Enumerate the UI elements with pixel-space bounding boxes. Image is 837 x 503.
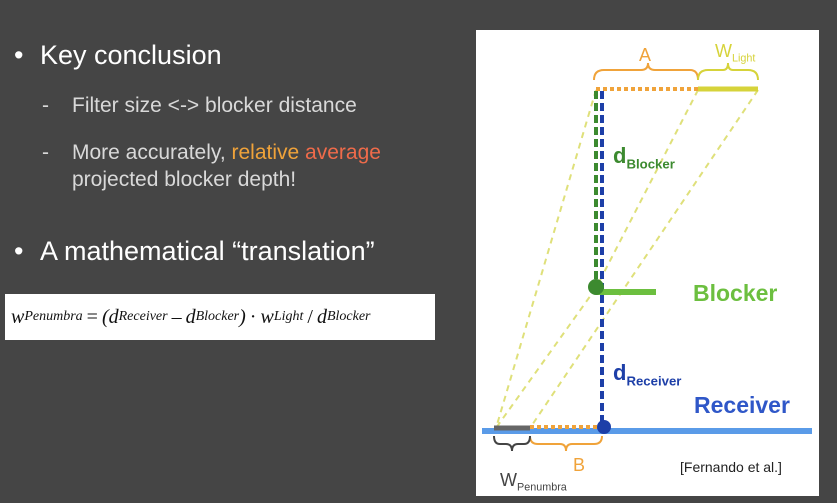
- bullet-glyph: •: [14, 236, 24, 266]
- label-wpenumbra-sub: Penumbra: [517, 481, 567, 494]
- light-ray-3: [529, 89, 759, 429]
- citation-credit: [Fernando et al.]: [680, 459, 782, 475]
- formula-w: w: [11, 305, 25, 328]
- label-wpenumbra: WPenumbra: [500, 470, 567, 494]
- formula-slash: /: [307, 305, 313, 328]
- sub-bullet-suffix: projected blocker depth!: [72, 168, 297, 191]
- label-dreceiver-main: d: [613, 360, 627, 385]
- label-B: B: [573, 455, 586, 475]
- formula-minus: –: [171, 305, 182, 328]
- sub-bullet-text: Filter size <-> blocker distance: [72, 94, 357, 117]
- brace-B: [529, 435, 603, 452]
- dash-glyph: -: [42, 94, 49, 117]
- highlight-relative: relative: [231, 141, 300, 164]
- sub-bullet-more-accurately: - More accurately, relative average proj…: [42, 139, 442, 193]
- bullet-text: Key conclusion: [40, 40, 222, 70]
- light-ray-2: [595, 89, 699, 289]
- formula-receiver-sub: Receiver: [118, 309, 168, 324]
- label-wlight-main: W: [715, 41, 732, 61]
- formula-dot: ·: [249, 305, 257, 328]
- label-dblocker-sub: Blocker: [626, 156, 675, 172]
- label-dreceiver-sub: Receiver: [626, 373, 682, 389]
- receiver-point: [597, 420, 611, 434]
- label-dblocker: dBlocker: [613, 143, 675, 171]
- formula-open: (d: [101, 305, 119, 328]
- light-ray-1: [495, 89, 597, 429]
- bullet-text: A mathematical “translation”: [40, 236, 375, 266]
- pcss-diagram: A WLight dBlocker Blocker dReceiver Rece…: [476, 30, 819, 496]
- highlight-average: average: [305, 141, 381, 164]
- label-dreceiver: dReceiver: [613, 360, 681, 388]
- label-blocker: Blocker: [693, 280, 778, 306]
- blocker-point: [588, 279, 604, 295]
- formula-w2: w: [260, 305, 274, 328]
- bullet-glyph: •: [14, 40, 24, 70]
- formula-w-sub: Penumbra: [24, 309, 83, 324]
- light-ray-4: [495, 287, 597, 429]
- formula-light-sub: Light: [273, 309, 304, 324]
- formula-equals: =: [86, 305, 98, 328]
- label-A: A: [639, 45, 652, 65]
- brace-wlight: [697, 62, 759, 81]
- label-wpenumbra-main: W: [500, 470, 517, 490]
- formula-blocker-sub: Blocker: [195, 309, 240, 324]
- bullet-key-conclusion: • Key conclusion: [14, 40, 222, 71]
- formula-blocker-sub2: Blocker: [326, 309, 371, 324]
- label-receiver: Receiver: [694, 392, 790, 418]
- formula-d2: d: [316, 305, 327, 328]
- dash-glyph: -: [42, 141, 49, 164]
- sub-bullet-prefix: More accurately,: [72, 141, 232, 164]
- label-wlight-sub: Light: [732, 52, 756, 65]
- diagram-svg: [482, 62, 812, 452]
- formula-d: d: [185, 305, 196, 328]
- label-dblocker-main: d: [613, 143, 627, 168]
- sub-bullet-filter-size: - Filter size <-> blocker distance: [42, 92, 357, 119]
- brace-A: [593, 62, 699, 81]
- brace-wpenumbra: [493, 435, 531, 452]
- formula-close: ): [239, 305, 246, 328]
- bullet-math-translation: • A mathematical “translation”: [14, 236, 375, 267]
- label-wlight: WLight: [715, 41, 755, 65]
